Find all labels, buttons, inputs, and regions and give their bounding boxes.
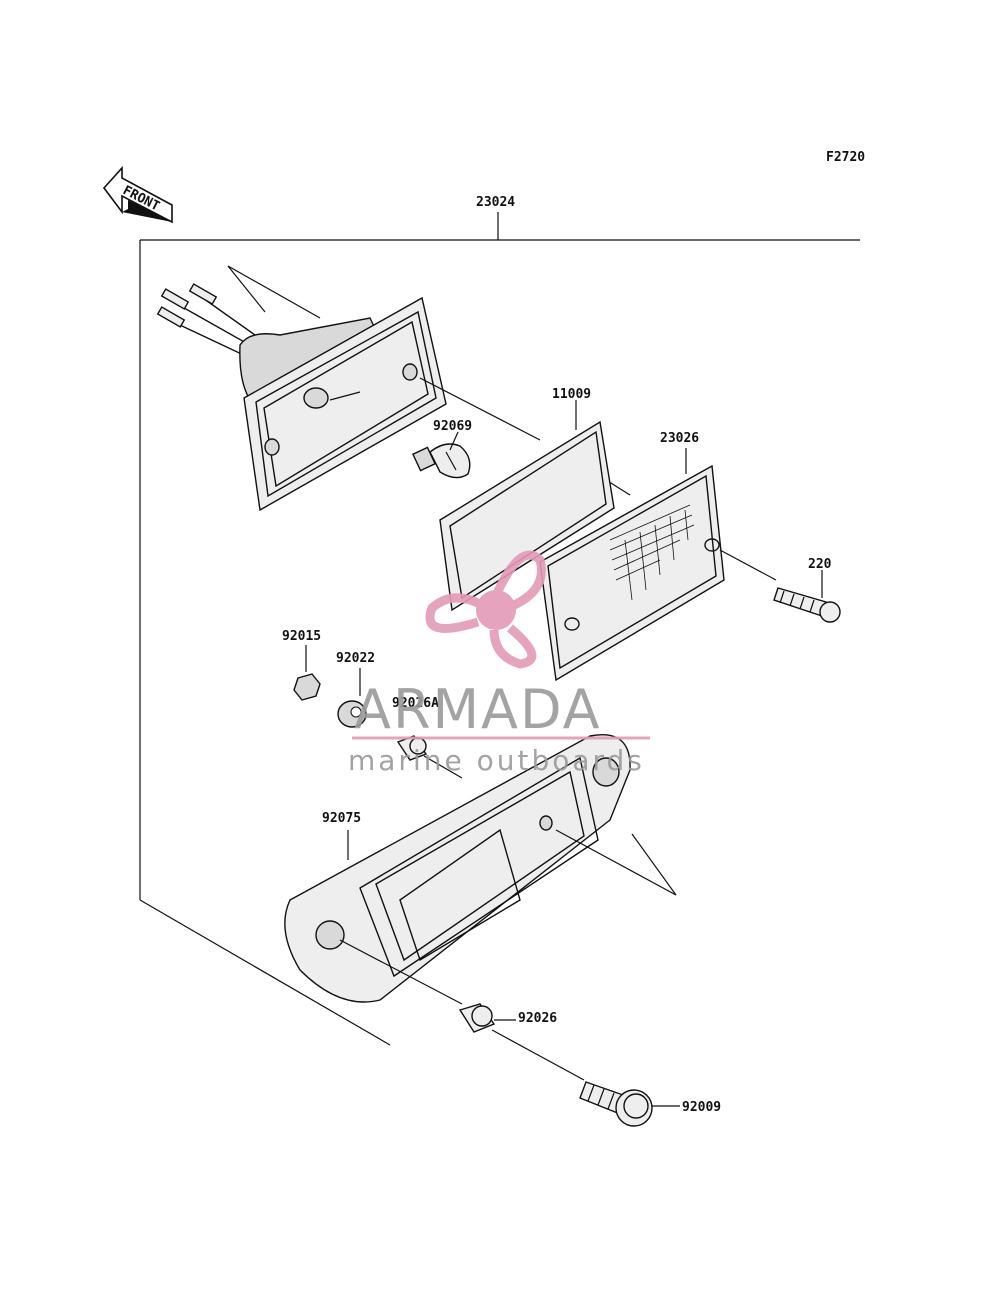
assembly-bracket (139, 212, 860, 1046)
part-label-23024: 23024 (476, 195, 515, 210)
lens-gasket (439, 420, 615, 612)
part-label-11009: 11009 (552, 387, 591, 402)
propeller-logo-icon (425, 550, 546, 669)
front-arrow-icon: FRONT (102, 165, 173, 224)
part-label-92009: 92009 (682, 1100, 721, 1115)
part-label-92015: 92015 (282, 629, 321, 644)
part-label-92026A: 92026A (392, 696, 439, 711)
bulb-icon (412, 443, 471, 479)
watermark-brand: ARMADA (354, 678, 602, 741)
lens-screw-icon (773, 587, 841, 623)
lamp-lens (539, 464, 725, 682)
nut-icon (293, 673, 321, 701)
grommet-icon (337, 700, 367, 728)
part-label-92026: 92026 (518, 1011, 557, 1026)
bolt-icon (579, 1081, 653, 1127)
collar-icon (458, 1003, 496, 1033)
lamp-housing (156, 265, 447, 512)
part-label-92022: 92022 (336, 651, 375, 666)
lamp-bracket (284, 734, 631, 1003)
figure-code: F2720 (826, 150, 865, 165)
part-label-23026: 23026 (660, 431, 699, 446)
part-label-92075: 92075 (322, 811, 361, 826)
part-label-220: 220 (808, 557, 832, 572)
watermark: ARMADA marine outboards (348, 550, 650, 777)
part-label-92069: 92069 (433, 419, 472, 434)
watermark-tagline: marine outboards (348, 744, 645, 777)
